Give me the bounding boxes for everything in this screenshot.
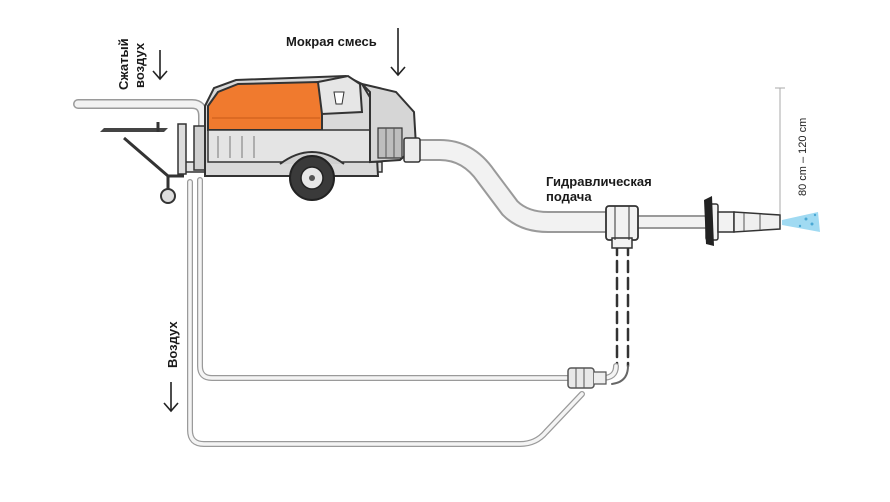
hydraulic-dashed-line: [615, 242, 630, 368]
tee-connector: [605, 205, 639, 249]
distance-label: 80 cm – 120 cm: [797, 118, 809, 196]
arrow-compressed-air: [152, 50, 168, 81]
wet-mix-label: Мокрая смесь: [286, 34, 377, 49]
machine-wheel: [289, 155, 335, 201]
mixer-pump-machine: [100, 74, 421, 204]
arrow-air: [163, 382, 179, 413]
arrow-wet-mix: [390, 28, 406, 77]
spray-nozzle: [704, 196, 781, 246]
compressed-air-label-1: Сжатый: [116, 38, 131, 90]
machine-body-orange: [207, 80, 323, 131]
compressed-air-label-2: воздух: [132, 42, 147, 88]
spray-jet: [782, 212, 820, 232]
jockey-wheel: [160, 176, 176, 204]
air-label: Воздух: [165, 321, 180, 368]
hydraulic-feed-label-1: Гидравлическая: [546, 174, 652, 189]
air-valve: [567, 367, 607, 389]
hose-network: [73, 99, 719, 447]
hydraulic-feed-label-2: подача: [546, 189, 592, 204]
distance-marker: [775, 87, 785, 214]
